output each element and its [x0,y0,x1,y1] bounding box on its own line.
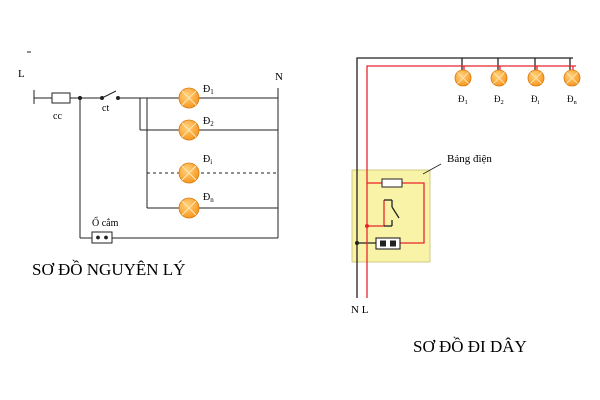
socket-pin-left [96,235,100,240]
line-label: L [18,68,25,80]
phase-junction-dot [365,224,369,228]
wiring-lamp-di-icon [527,69,545,87]
neutral-wire-black [356,57,573,298]
panel-label: Bảng điện [447,153,492,165]
lamp-label-dn: Đn [203,192,214,204]
socket-symbol [91,231,113,244]
socket-pin-right [104,235,108,240]
wiring-diagram-title: SƠ ĐỒ ĐI DÂY [413,337,527,356]
lamp-dn-icon [178,197,200,219]
panel-phase-loop [400,182,425,244]
panel-switch-symbol [384,199,400,227]
lamp-d2-icon [178,119,200,141]
socket-label: Ổ cắm [92,216,119,229]
neutral-junction-dot [355,241,359,245]
lamp-label-d2: Đ2 [203,116,214,128]
switch-contact-left [100,96,104,100]
lamp-label-d1: Đ1 [203,84,214,96]
phase-wire-red [366,65,576,298]
wiring-lamp-d1-icon [454,69,472,87]
wiring-lamp-label-d1: Đ1 [458,94,468,106]
principle-diagram-title: SƠ ĐỒ NGUYÊN LÝ [32,260,185,279]
principle-lamps [178,87,200,219]
principle-diagram [27,51,279,244]
fuse-symbol [51,92,71,104]
switch-blade [101,90,117,99]
wiring-lamp-label-di: Đi [531,94,540,106]
lamp-d1-icon [178,87,200,109]
wiring-lamp-d2-icon [490,69,508,87]
panel-label-leader [422,163,442,175]
switch-label: ct [102,103,109,114]
wiring-diagram-wires [356,57,576,298]
wiring-lamps [454,69,581,87]
lamp-label-di: Đi [203,154,212,166]
neutral-label: N [275,71,283,83]
panel-fuse-symbol [381,178,403,188]
wiring-lamp-dn-icon [563,69,581,87]
wiring-nl-label: N L [351,304,369,316]
fuse-label: cc [53,111,62,122]
wiring-lamp-label-d2: Đ2 [494,94,504,106]
lamp-di-icon [178,162,200,184]
wiring-lamp-label-dn: Đn [567,94,578,106]
panel-socket-icon [375,237,401,250]
